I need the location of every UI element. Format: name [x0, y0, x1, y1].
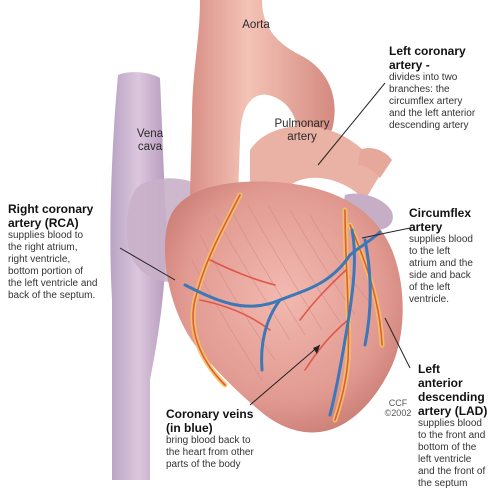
- pulmonary-artery-label: Pulmonary artery: [274, 118, 330, 143]
- lad-callout: Left anterior descending artery (LAD) su…: [418, 362, 488, 489]
- coronary-veins-callout: Coronary veins (in blue) bring blood bac…: [166, 407, 254, 470]
- vein-arrow-head: [313, 345, 320, 354]
- coronary-veins: [183, 228, 382, 417]
- pulmonary-branch-shape: [358, 148, 392, 178]
- heart-body-shape: [165, 181, 403, 433]
- artery-branches: [192, 194, 383, 421]
- circumflex-callout: Circumflex artery supplies blood to the …: [409, 206, 473, 305]
- leader-lines: [119, 82, 411, 406]
- vena-cava-shape: [110, 72, 167, 480]
- vena-cava-label: Vena cava: [136, 128, 164, 153]
- aorta-shape: [190, 0, 335, 195]
- aorta-label: Aorta: [242, 19, 270, 31]
- ccf-credit: CCF ©2002: [384, 398, 412, 418]
- left-coronary-callout: Left coronary artery - divides into two …: [389, 44, 476, 131]
- rca-callout: Right coronary artery (RCA) supplies blo…: [8, 202, 98, 301]
